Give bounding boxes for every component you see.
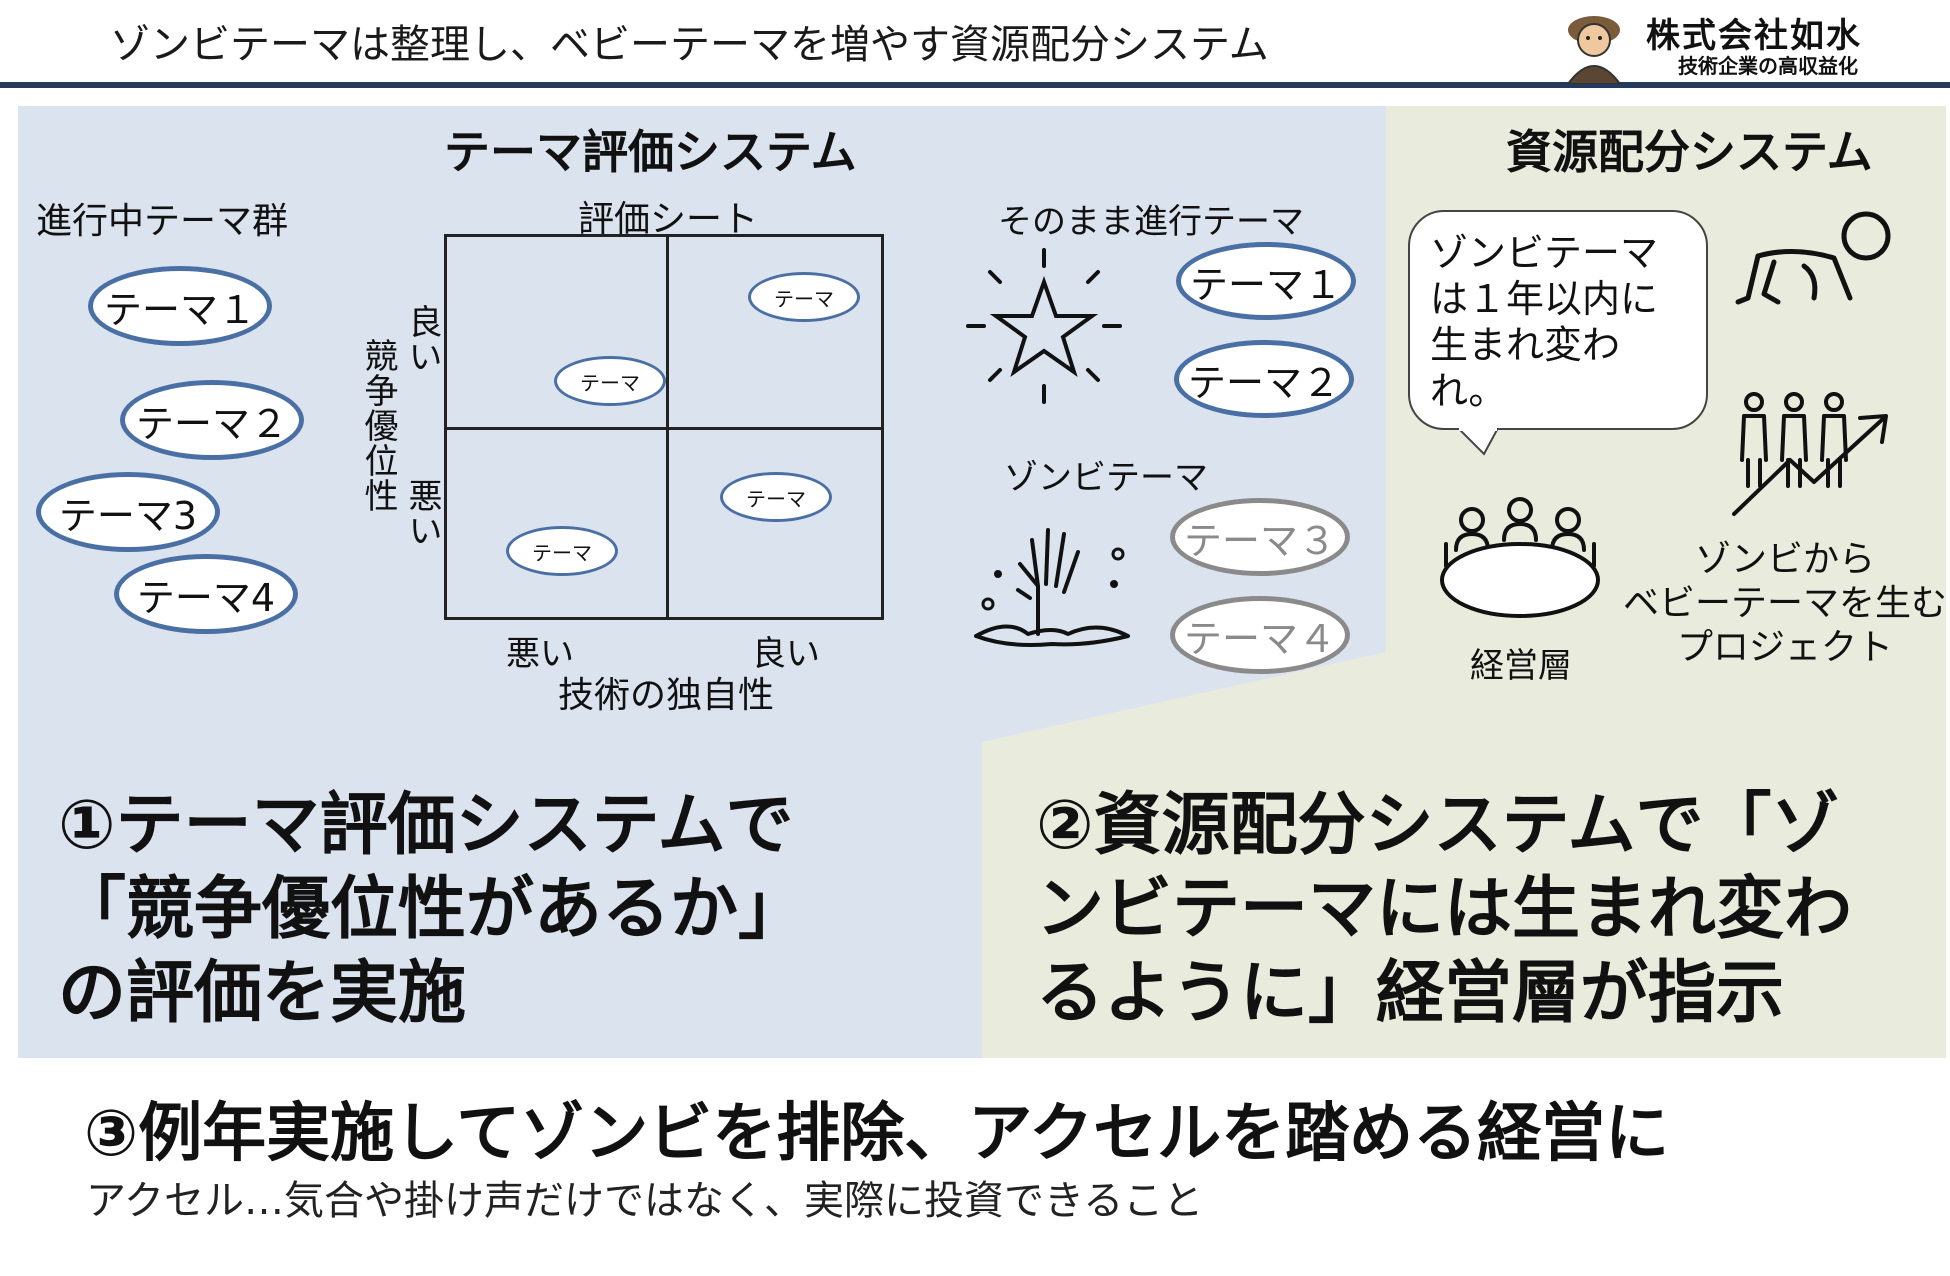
conclusion-two-line-1: ②資源配分システムで「ゾ <box>1036 786 1840 865</box>
speech-bubble-line-1: ゾンビテーマ <box>1430 231 1659 275</box>
y-axis-bad: 悪い <box>402 478 442 548</box>
evaluation-heading: テーマ評価システム <box>444 125 857 179</box>
zombie-themes-label: ゾンビテーマ <box>1004 458 1208 498</box>
matrix-theme-bottom-left: テーマ <box>506 526 618 576</box>
ongoing-theme-3: テーマ3 <box>36 472 220 552</box>
zombie-theme-4: テーマ４ <box>1170 596 1350 674</box>
matrix-theme-top-right: テーマ <box>748 272 860 322</box>
speech-bubble: ゾンビテーマ は１年以内に 生まれ変われ。 <box>1408 210 1708 430</box>
star-icon <box>966 248 1122 404</box>
ongoing-theme-4: テーマ4 <box>114 554 298 634</box>
continue-theme-1: テーマ１ <box>1176 242 1356 320</box>
matrix-horizontal-divider <box>447 427 881 430</box>
conclusion-three: ③例年実施してゾンビを排除、アクセルを踏める経営に <box>84 1097 1670 1171</box>
y-axis-title: 競争優位性 <box>358 338 398 513</box>
allocation-heading: 資源配分システム <box>1506 125 1873 179</box>
x-axis-good: 良い <box>752 634 820 674</box>
conclusion-two: ②資源配分システムで「ゾ ンビテーマには生まれ変わ るように」経営層が指示 <box>1036 784 1852 1036</box>
baby-project-line-3: プロジェクト <box>1676 627 1893 668</box>
baby-project-label: ゾンビから ベビーテーマを生む プロジェクト <box>1620 538 1950 670</box>
evaluation-sheet-label: 評価シート <box>578 199 759 240</box>
conclusion-one-line-1: ①テーマ評価システムで <box>58 786 794 865</box>
conclusion-one-line-2: 「競争優位性があるか」 <box>58 870 807 949</box>
y-axis-good: 良い <box>402 304 442 374</box>
ongoing-theme-1: テーマ１ <box>88 266 272 346</box>
accelerator-footnote: アクセル…気合や掛け声だけではなく、実際に投資できること <box>86 1178 1204 1224</box>
evaluation-matrix <box>444 234 884 620</box>
conclusion-two-line-2: ンビテーマには生まれ変わ <box>1036 870 1853 949</box>
speech-bubble-tail <box>1458 428 1500 456</box>
ongoing-themes-label: 進行中テーマ群 <box>36 201 289 242</box>
conclusion-two-line-3: るように」経営層が指示 <box>1036 954 1785 1033</box>
logo-company-name: 株式会社如水 <box>1646 16 1862 56</box>
matrix-theme-bottom-right: テーマ <box>720 472 832 522</box>
continue-theme-2: テーマ２ <box>1174 340 1354 418</box>
founder-portrait-icon <box>1566 16 1622 84</box>
conclusion-one-line-3: の評価を実施 <box>58 954 467 1033</box>
company-logo: 株式会社如水 技術企業の高収益化 <box>1548 6 1938 84</box>
growth-people-icon <box>1732 392 1888 516</box>
x-axis-bad: 悪い <box>506 634 574 674</box>
matrix-theme-top-left: テーマ <box>554 356 666 406</box>
baby-crawling-icon <box>1735 211 1891 305</box>
baby-project-line-1: ゾンビから <box>1694 539 1875 580</box>
x-axis-title: 技術の独自性 <box>558 675 775 716</box>
zombie-theme-3: テーマ３ <box>1170 498 1350 576</box>
continue-themes-label: そのまま進行テーマ <box>998 202 1304 242</box>
conclusion-one: ①テーマ評価システムで 「競争優位性があるか」 の評価を実施 <box>58 784 806 1036</box>
zombie-hand-icon <box>974 528 1130 647</box>
speech-bubble-line-2: は１年以内に <box>1430 277 1659 321</box>
ongoing-theme-2: テーマ２ <box>120 380 304 460</box>
speech-bubble-line-3: 生まれ変われ。 <box>1430 323 1621 413</box>
meeting-table-icon <box>1440 497 1600 618</box>
management-label: 経営層 <box>1470 646 1572 686</box>
baby-project-line-2: ベビーテーマを生む <box>1622 583 1947 624</box>
logo-tagline: 技術企業の高収益化 <box>1678 54 1858 78</box>
header-divider <box>0 82 1950 88</box>
slide-title: ゾンビテーマは整理し、ベビーテーマを増やす資源配分システム <box>110 22 1269 68</box>
